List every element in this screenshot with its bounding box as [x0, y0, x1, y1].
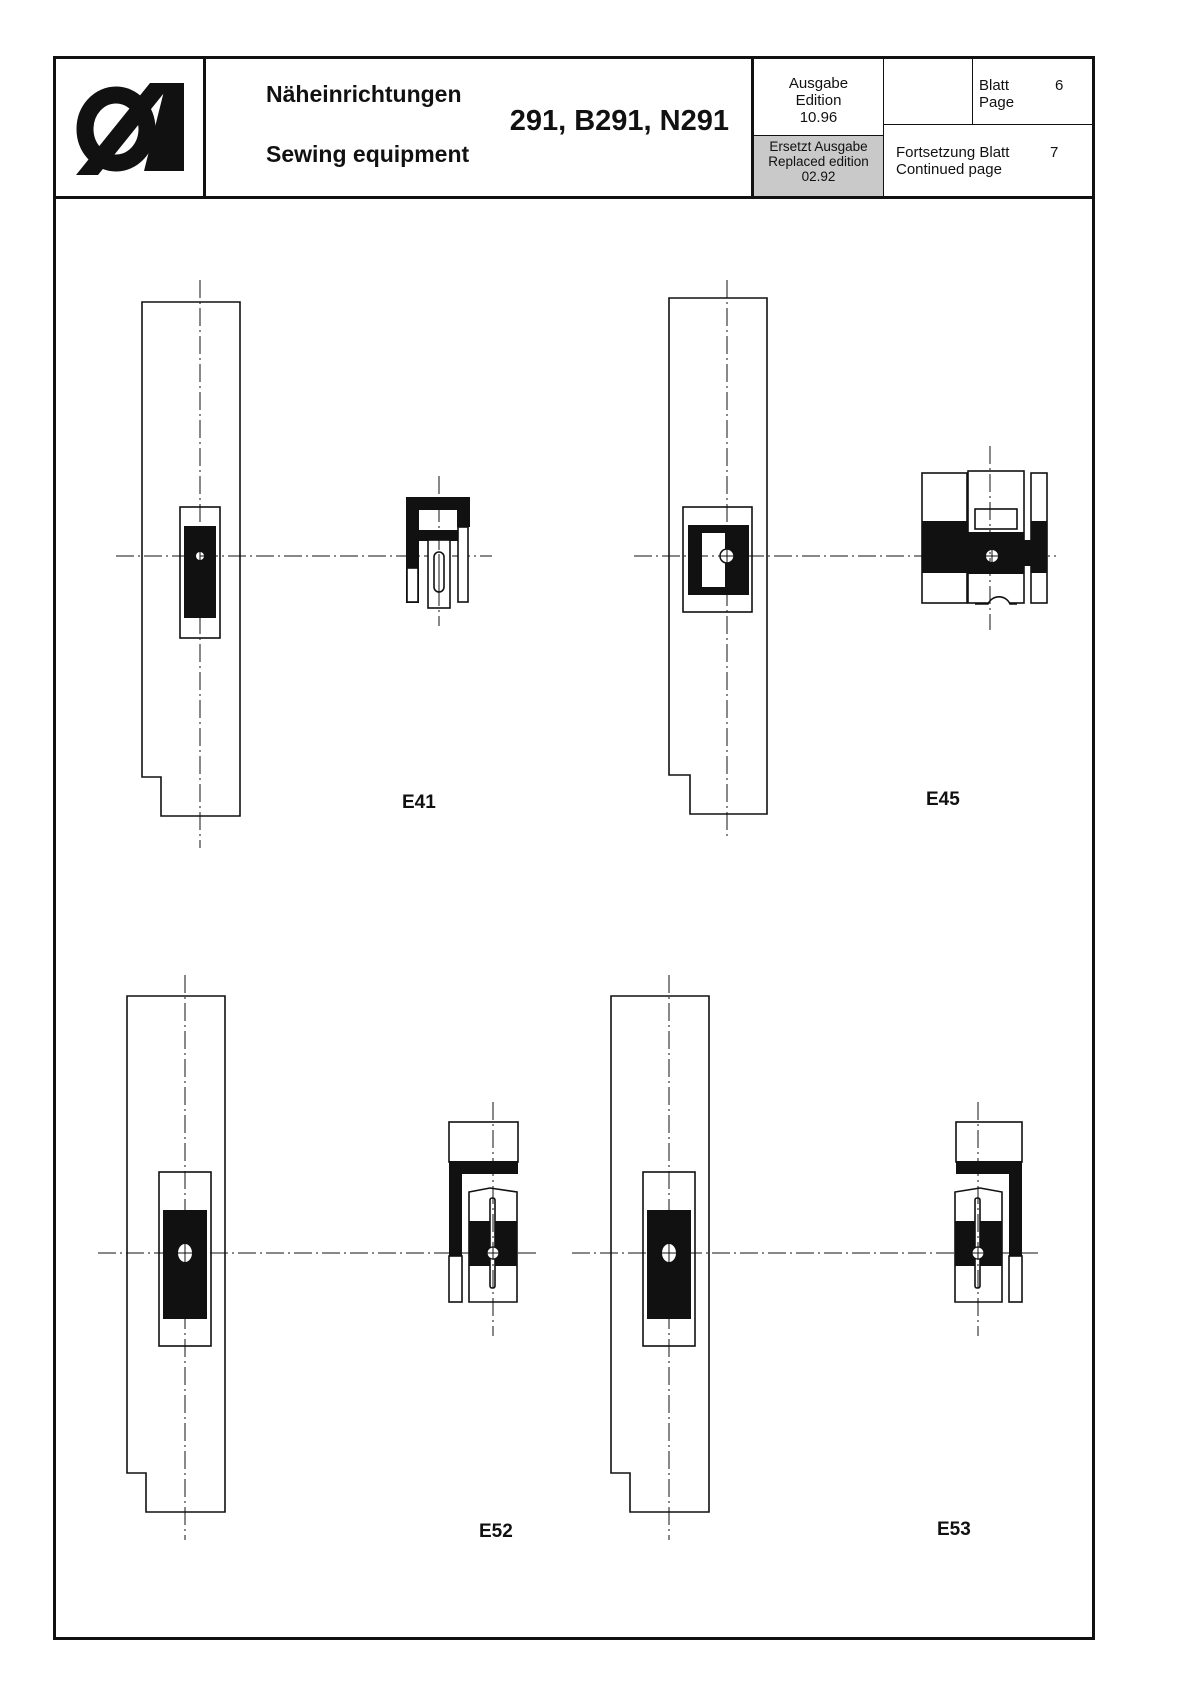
- drawing-e52: [98, 975, 540, 1540]
- needle-plate-e52: [127, 996, 225, 1512]
- figure-label-e45: E45: [926, 789, 960, 811]
- needle-plate-e53: [611, 996, 709, 1512]
- presser-foot-e45: [922, 471, 1047, 604]
- presser-foot-e52: [449, 1122, 518, 1302]
- drawing-e53: [572, 975, 1040, 1540]
- drawing-e45: [634, 280, 1056, 838]
- figure-label-e52: E52: [479, 1521, 513, 1543]
- figure-label-e53: E53: [937, 1519, 971, 1541]
- figure-label-e41: E41: [402, 792, 436, 814]
- drawing-e41: [116, 280, 492, 848]
- presser-foot-e53: [955, 1122, 1022, 1302]
- needle-plate-e41: [142, 302, 240, 816]
- presser-foot-e41: [406, 497, 470, 608]
